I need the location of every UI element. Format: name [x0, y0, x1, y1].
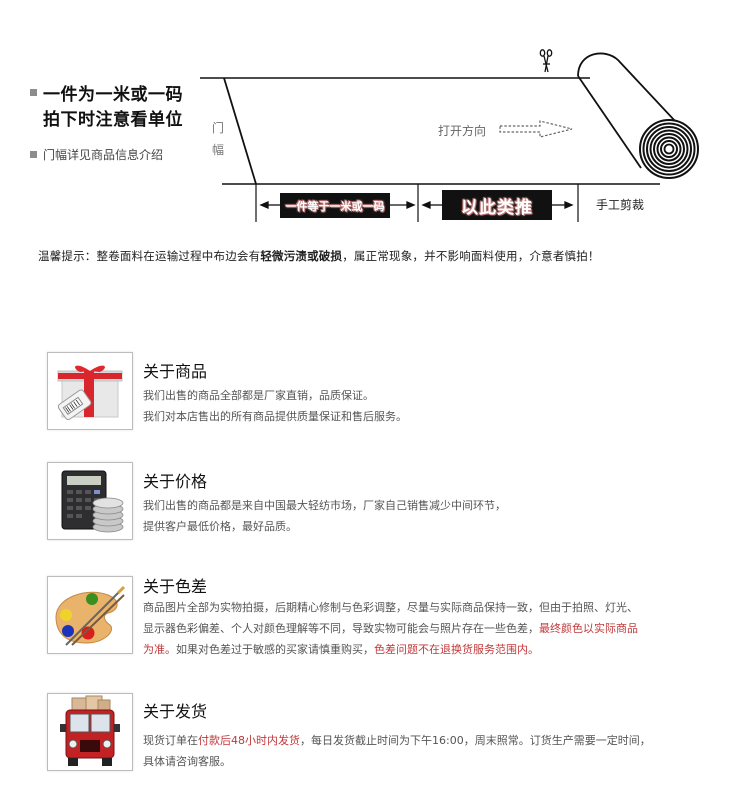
section-icon-box [47, 693, 133, 771]
note-line-1: 一件为一米或一码 [43, 84, 183, 105]
scissors-icon [539, 49, 553, 73]
section-line: 商品图片全部为实物拍摄，后期精心修制与色彩调整，尽量与实际商品保持一致，但由于拍… [143, 597, 638, 618]
section-title: 关于商品 [143, 362, 208, 381]
section-icon-box [47, 576, 133, 654]
bullet-icon [30, 150, 37, 158]
section-about-color-difference: 关于色差 商品图片全部为实物拍摄，后期精心修制与色彩调整，尽量与实际商品保持一致… [143, 573, 638, 660]
section-line: 具体请咨询客服。 [143, 755, 231, 768]
section-line: 现货订单在付款后48小时内发货，每日发货截止时间为下午16:00，周末照常。订货… [143, 730, 651, 751]
manual-cut-label: 手工剪裁 [596, 198, 645, 212]
line-segment: 现货订单在 [143, 734, 198, 747]
warm-tip: 温馨提示：整卷面料在运输过程中布边会有轻微污渍或破损，属正常现象，并不影响面料使… [38, 248, 600, 264]
segment-label-one-unit: 一件等于一米或一码 [280, 193, 390, 218]
line-segment: 显示器色彩偏差、个人对颜色理解等不同，导致实物可能会与照片存在一些色差， [143, 622, 539, 635]
note-line-3: 门幅详见商品信息介绍 [43, 147, 164, 162]
section-line: 提供客户最低价格，最好品质。 [143, 520, 297, 533]
section-line: 我们对本店售出的所有商品提供质量保证和售后服务。 [143, 410, 407, 423]
section-icon-box [47, 462, 133, 540]
highlight-text: 为准。 [143, 643, 176, 656]
dashed-arrow-icon [499, 120, 573, 138]
tip-suffix: ，属正常现象，并不影响面料使用，介意者慎拍！ [342, 249, 600, 263]
paint-palette-icon [55, 585, 126, 646]
fabric-roll-icon [577, 52, 699, 179]
gift-box-icon [57, 365, 123, 421]
note-block: 一件为一米或一码 拍下时注意看单位 门幅详见商品信息介绍 [30, 80, 200, 165]
section-about-price: 关于价格 我们出售的商品都是来自中国最大轻纺市场，厂家自己销售减少中间环节， 提… [143, 468, 506, 537]
section-title: 关于色差 [143, 577, 208, 596]
tip-prefix: 温馨提示：整卷面料在运输过程中布边会有 [38, 249, 261, 263]
tip-bold: 轻微污渍或破损 [260, 249, 343, 263]
section-line: 显示器色彩偏差、个人对颜色理解等不同，导致实物可能会与照片存在一些色差，最终颜色… [143, 618, 638, 639]
segment-label-and-so-on: 以此类推 [442, 190, 552, 220]
calculator-coins-icon [61, 470, 124, 533]
open-direction-label: 打开方向 [438, 124, 487, 138]
line-segment: 如果对色差过于敏感的买家请慎重购买， [176, 643, 374, 656]
line-segment: 商品图片全部为实物拍摄，后期精心修制与色彩调整，尽量与实际商品保持一致，但由于拍… [143, 601, 638, 614]
bullet-icon [30, 88, 37, 96]
highlight-text: 色差问题不在退换货服务范围内。 [374, 643, 539, 656]
section-title: 关于价格 [143, 472, 208, 491]
section-icon-box [47, 352, 133, 430]
section-line: 我们出售的商品全部都是厂家直销，品质保证。 [143, 389, 374, 402]
highlight-text: 付款后48小时内发货 [198, 734, 300, 747]
highlight-text: 最终颜色以实际商品 [539, 622, 638, 635]
section-title: 关于发货 [143, 702, 208, 721]
section-about-shipping: 关于发货 现货订单在付款后48小时内发货，每日发货截止时间为下午16:00，周末… [143, 698, 651, 772]
section-about-product: 关于商品 我们出售的商品全部都是厂家直销，品质保证。 我们对本店售出的所有商品提… [143, 358, 407, 427]
delivery-truck-icon [60, 695, 120, 766]
note-line-2: 拍下时注意看单位 [43, 109, 183, 130]
fabric-roll-diagram [200, 49, 699, 222]
line-segment: ，每日发货截止时间为下午16:00，周末照常。订货生产需要一定时间， [300, 734, 651, 747]
width-label-char-1: 门 [212, 121, 225, 135]
width-label-char-2: 幅 [212, 143, 225, 157]
width-label: 门 幅 [212, 117, 226, 161]
section-line: 我们出售的商品都是来自中国最大轻纺市场，厂家自己销售减少中间环节， [143, 499, 506, 512]
section-line: 为准。如果对色差过于敏感的买家请慎重购买，色差问题不在退换货服务范围内。 [143, 639, 638, 660]
